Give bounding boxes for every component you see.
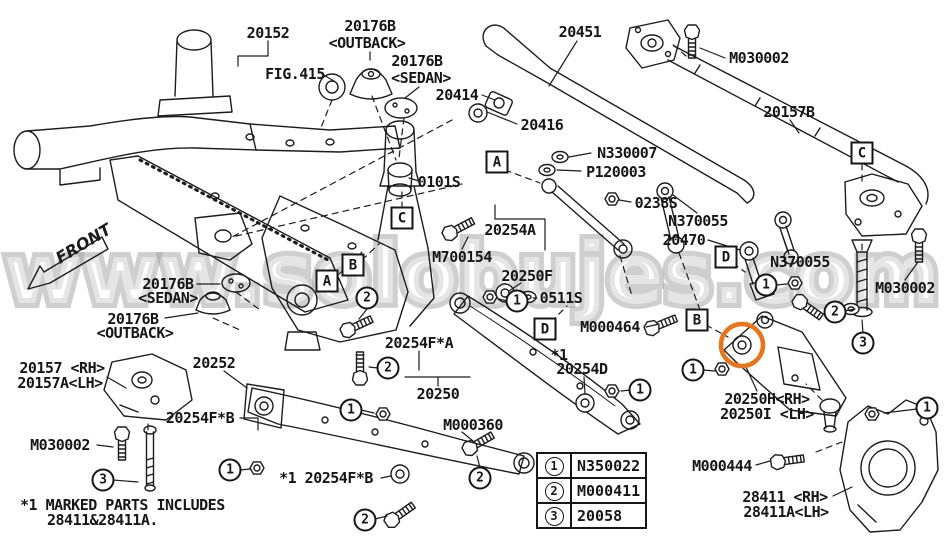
lateral-arm-20250: [449, 283, 680, 459]
legend-circled-number: 1: [544, 456, 564, 476]
stabilizer-bar-20451: [468, 24, 755, 204]
footnote-line2: 28411&28411A.: [47, 511, 158, 529]
assembly-dashed-lines: [147, 41, 863, 453]
knuckle-28411: [769, 399, 939, 533]
legend-circled-number: 2: [544, 481, 564, 501]
legend-part-code: N350022: [569, 452, 648, 479]
highlight-circle: [718, 321, 766, 369]
legend-number-cell: 1: [536, 452, 572, 479]
legend-part-code: M000411: [569, 477, 648, 504]
rear-subframe-20152: [13, 29, 435, 351]
legend-part-code: 20058: [569, 502, 648, 529]
label-leader-lines: [96, 40, 919, 520]
lower-arm-20250h: [714, 276, 847, 433]
legend-number-cell: 3: [536, 502, 572, 529]
legend-number-cell: 2: [536, 477, 572, 504]
legend-circled-number: 3: [544, 506, 564, 526]
rear-support-20157b: [625, 19, 929, 318]
footnote-line1: *1 MARKED PARTS INCLUDES: [20, 496, 225, 514]
stabilizer-links-n370055: [656, 182, 827, 324]
lateral-link-20254a: [387, 150, 633, 259]
subframe-bushings-20176b: [195, 68, 418, 315]
trailing-arm-20252: [103, 311, 535, 531]
